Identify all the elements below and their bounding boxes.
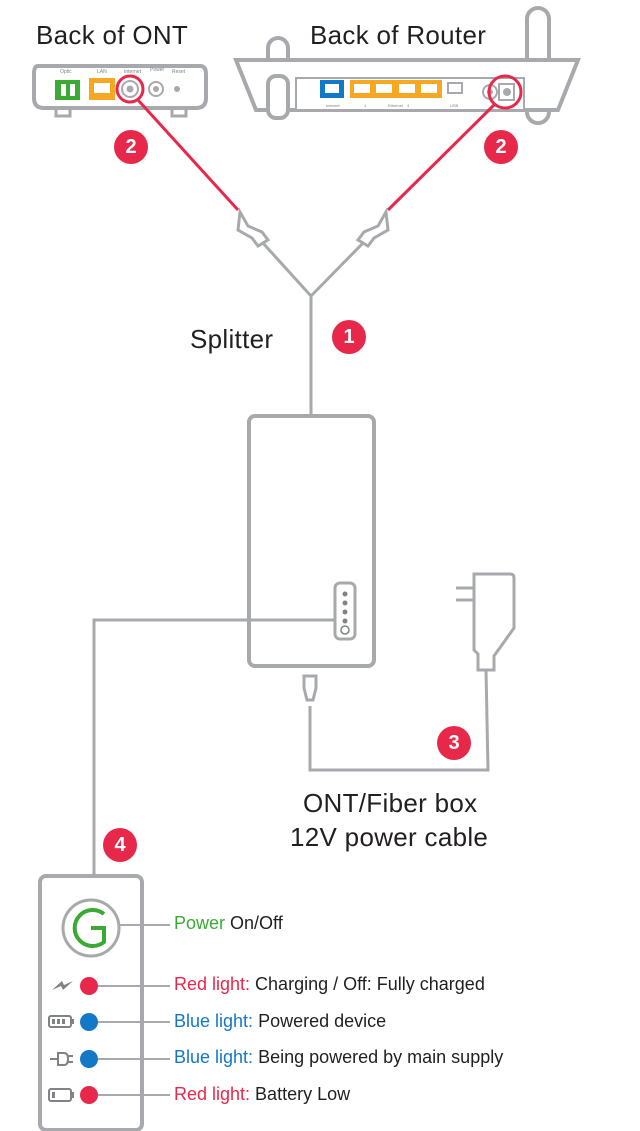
legend-text: Battery Low bbox=[250, 1084, 351, 1104]
legend-highlight: Power bbox=[174, 913, 226, 933]
ont-port-label: Optic bbox=[60, 69, 72, 75]
optic-port bbox=[55, 80, 80, 100]
power-adapter bbox=[456, 572, 516, 672]
ont-heading: Back of ONT bbox=[36, 20, 189, 50]
step-badge: 3 bbox=[437, 726, 471, 760]
power-cable-label-line1: ONT/Fiber box bbox=[303, 788, 478, 818]
svg-text:4: 4 bbox=[407, 103, 410, 108]
router-port-highlight bbox=[487, 74, 523, 110]
svg-text:Ethernet: Ethernet bbox=[388, 103, 404, 108]
plug-icon bbox=[50, 1052, 73, 1066]
power-plug bbox=[302, 674, 318, 702]
legend-text: On/Off bbox=[225, 913, 283, 933]
legend-powered-device: Blue light: Powered device bbox=[174, 1011, 386, 1032]
power-cable-label-line2: 12V power cable bbox=[290, 822, 489, 852]
step-badge: 4 bbox=[103, 828, 137, 862]
red-cable-router bbox=[386, 102, 497, 212]
svg-text:1: 1 bbox=[364, 103, 367, 108]
step-badge: 1 bbox=[332, 320, 366, 354]
legend-highlight: Blue light: bbox=[174, 1047, 254, 1067]
splitter-cable bbox=[236, 207, 390, 414]
legend-highlight: Red light: bbox=[174, 974, 251, 994]
legend-main-supply: Blue light: Being powered by main supply bbox=[174, 1047, 503, 1068]
ont-port-label: Internet bbox=[124, 69, 142, 75]
legend-highlight: Red light: bbox=[174, 1084, 251, 1104]
power-icon bbox=[72, 908, 106, 948]
ont-port-label: Reset bbox=[172, 69, 186, 75]
ont-device: Optic LAN Internet Power Reset bbox=[32, 64, 208, 118]
ont-port-label: Power bbox=[150, 67, 165, 73]
blue-led-mains bbox=[80, 1050, 98, 1068]
svg-text:USB: USB bbox=[450, 103, 459, 108]
router-heading: Back of Router bbox=[310, 20, 487, 50]
splitter-label: Splitter bbox=[190, 324, 274, 354]
ont-port-highlight bbox=[115, 74, 145, 104]
ont-port-label: LAN bbox=[97, 69, 107, 75]
red-led-low bbox=[80, 1086, 98, 1104]
legend-battery-low: Red light: Battery Low bbox=[174, 1084, 350, 1105]
legend-power: Power On/Off bbox=[174, 913, 283, 934]
legend-leaders bbox=[98, 924, 170, 1096]
battery-icon bbox=[48, 1015, 74, 1028]
battery-low-icon bbox=[48, 1088, 74, 1102]
ont-port-labels: Optic LAN Internet Power Reset bbox=[60, 67, 186, 75]
blue-led-powered bbox=[80, 1013, 98, 1031]
legend-text: Being powered by main supply bbox=[253, 1047, 504, 1067]
red-led-charging bbox=[80, 977, 98, 995]
router-port-labels: Internet 1 Ethernet 4 USB bbox=[326, 103, 459, 108]
legend-text: Charging / Off: Fully charged bbox=[250, 974, 485, 994]
ont-reset-hole bbox=[174, 86, 180, 92]
red-cable-ont bbox=[136, 98, 240, 212]
svg-text:Internet: Internet bbox=[326, 103, 340, 108]
router-lan-ports bbox=[350, 80, 442, 98]
legend-highlight: Blue light: bbox=[174, 1011, 254, 1031]
step-badge: 2 bbox=[114, 130, 148, 164]
power-cable bbox=[308, 669, 490, 772]
legend-text: Powered device bbox=[253, 1011, 387, 1031]
indicator-lead bbox=[92, 618, 335, 876]
charging-icon bbox=[52, 981, 73, 990]
router-device: Internet 1 Ethernet 4 USB bbox=[233, 6, 581, 125]
legend-charging: Red light: Charging / Off: Fully charged bbox=[174, 974, 485, 995]
step-badge: 2 bbox=[484, 130, 518, 164]
